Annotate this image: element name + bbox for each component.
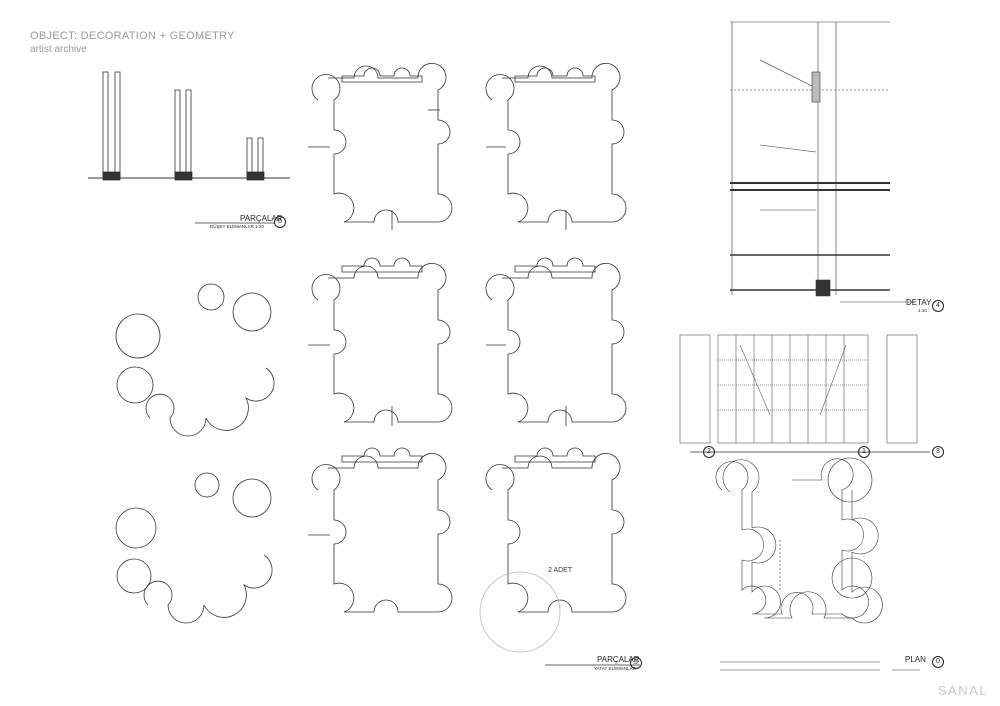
plan-title: PLAN xyxy=(905,655,926,664)
vertical-elements-drawing xyxy=(88,71,290,224)
sheet-title: OBJECT: DECORATION + GEOMETRY xyxy=(30,30,235,42)
horizontal-parts-subtitle: YATAY ELEMANLAR xyxy=(594,666,636,671)
horizontal-parts-title: PARÇALAR xyxy=(597,655,640,664)
vertical-parts-subtitle: DÜŞEY ELEMANLAR 1:20 xyxy=(210,224,264,229)
elevation-marker-1: 1 xyxy=(858,446,870,458)
vertical-parts-number: 6 xyxy=(274,216,286,228)
vertical-parts-title: PARÇALAR xyxy=(240,214,283,223)
horizontal-parts-number: 5 xyxy=(630,657,642,669)
sheet-subtitle: artist archive xyxy=(30,44,87,55)
detail-title: DETAY xyxy=(906,298,932,307)
elevation-marker-3: 3 xyxy=(932,446,944,458)
plan-drawing xyxy=(715,457,920,671)
horizontal-parts-drawing xyxy=(115,63,640,666)
elevation-marker-2: 2 xyxy=(703,446,715,458)
sheet-header: OBJECT: DECORATION + GEOMETRY artist arc… xyxy=(30,30,235,56)
detail-number: 4 xyxy=(932,300,944,312)
watermark-logo: SANAL xyxy=(937,683,988,698)
two-pieces-note: 2 ADET xyxy=(548,567,573,574)
detail-drawing xyxy=(730,21,915,303)
detail-subtitle: 1:10 xyxy=(918,308,927,313)
plan-number: 0 xyxy=(932,656,944,668)
elevation-drawing xyxy=(679,334,930,453)
